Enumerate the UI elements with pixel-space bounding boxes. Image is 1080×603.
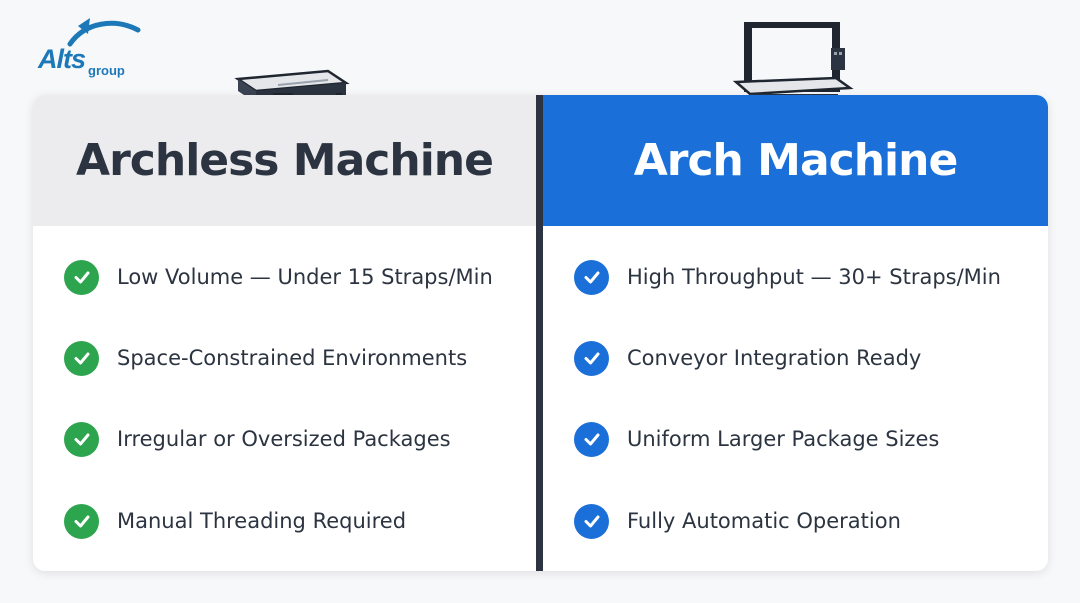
list-item: Irregular or Oversized Packages xyxy=(64,419,451,459)
list-item: Low Volume — Under 15 Straps/Min xyxy=(64,257,493,297)
list-item-label: Uniform Larger Package Sizes xyxy=(627,427,940,451)
list-item-label: Irregular or Oversized Packages xyxy=(117,427,451,451)
archless-column: Archless Machine Low Volume — Under 15 S… xyxy=(33,95,536,571)
list-item: Space-Constrained Environments xyxy=(64,338,467,378)
list-item-label: High Throughput — 30+ Straps/Min xyxy=(627,265,1001,289)
list-item-label: Space-Constrained Environments xyxy=(117,346,468,370)
check-icon xyxy=(574,421,609,457)
check-icon xyxy=(64,421,99,457)
column-divider xyxy=(536,95,543,571)
logo-sub-text: group xyxy=(88,63,125,78)
list-item: Conveyor Integration Ready xyxy=(574,338,921,378)
list-item-label: Low Volume — Under 15 Straps/Min xyxy=(117,265,493,289)
list-item-label: Conveyor Integration Ready xyxy=(627,346,922,370)
check-icon xyxy=(64,503,99,539)
check-icon xyxy=(574,340,609,376)
list-item: Manual Threading Required xyxy=(64,501,406,541)
list-item: High Throughput — 30+ Straps/Min xyxy=(574,257,1001,297)
check-icon xyxy=(64,259,99,295)
check-icon xyxy=(64,340,99,376)
list-item-label: Fully Automatic Operation xyxy=(627,509,901,533)
arch-title: Arch Machine xyxy=(633,135,959,186)
comparison-card: Archless Machine Low Volume — Under 15 S… xyxy=(33,95,1048,571)
check-icon xyxy=(574,503,609,539)
arch-column: Arch Machine High Throughput — 30+ Strap… xyxy=(543,95,1048,571)
archless-header: Archless Machine xyxy=(33,95,536,226)
logo-brand-text: Alts xyxy=(38,44,86,74)
archless-title: Archless Machine xyxy=(76,135,494,186)
company-logo: Alts group xyxy=(30,14,150,84)
list-item: Uniform Larger Package Sizes xyxy=(574,419,939,459)
list-item-label: Manual Threading Required xyxy=(117,509,407,533)
check-icon xyxy=(574,259,609,295)
list-item: Fully Automatic Operation xyxy=(574,501,901,541)
logo-arrow-icon xyxy=(67,18,141,47)
arch-header: Arch Machine xyxy=(543,95,1048,226)
